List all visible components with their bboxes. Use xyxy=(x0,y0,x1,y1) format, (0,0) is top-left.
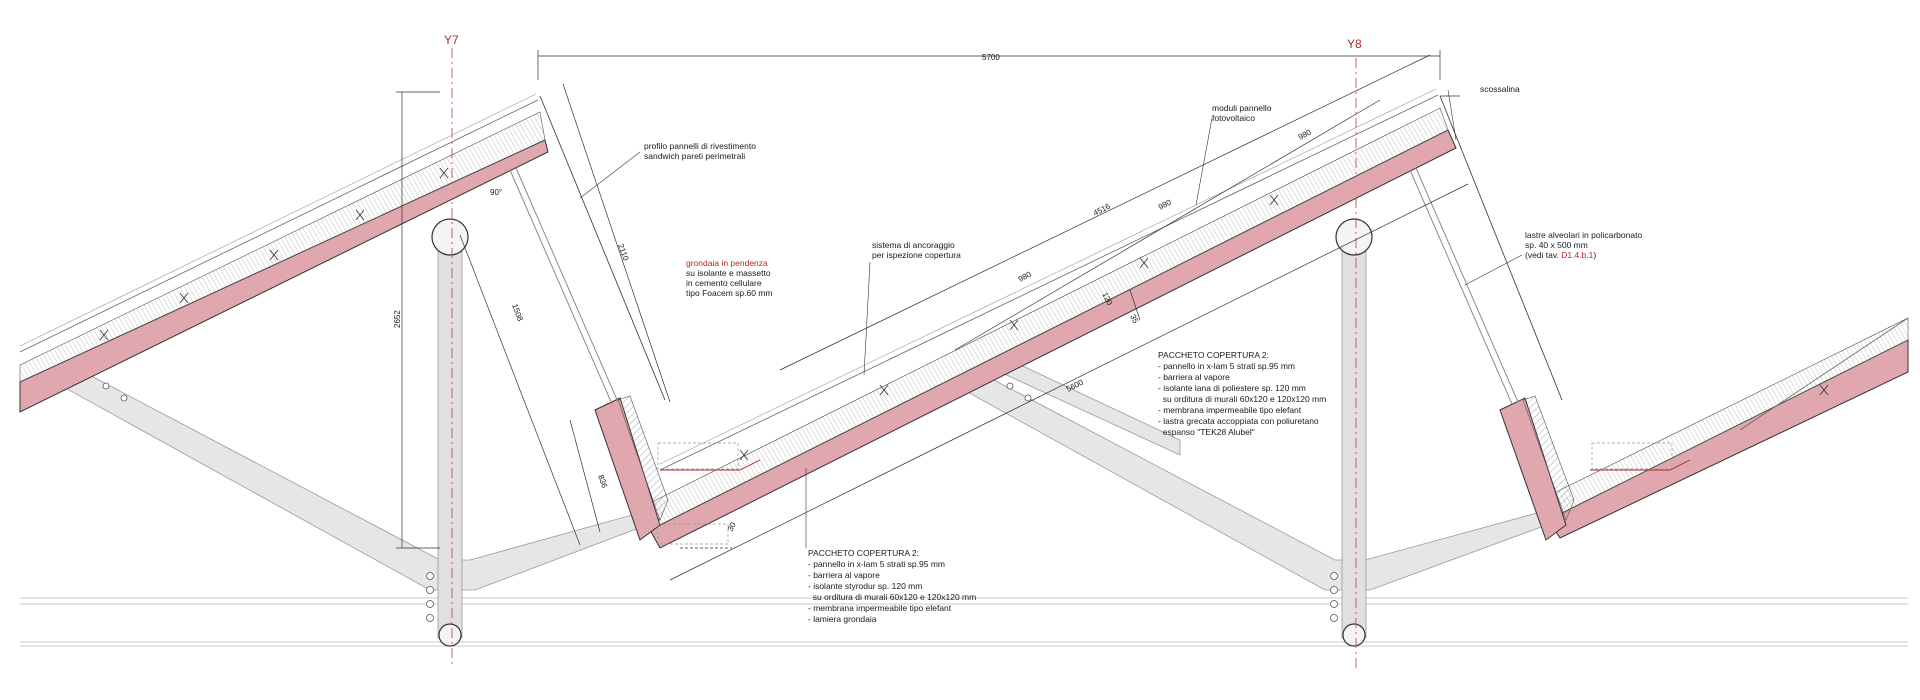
leader-lines xyxy=(579,89,1523,548)
svg-text:su orditura di murali 60x120 e: su orditura di murali 60x120 e 120x120 m… xyxy=(808,592,976,602)
svg-text:- barriera al vapore: - barriera al vapore xyxy=(1158,372,1230,382)
note-pacchetto-copertura-a: PACCHETO COPERTURA 2: - pannello in x-la… xyxy=(1158,350,1326,437)
svg-text:tipo Foacem sp.60 mm: tipo Foacem sp.60 mm xyxy=(686,288,772,298)
dim-1508: 1508 xyxy=(510,303,525,323)
svg-text:- isolante styrodur sp. 120 mm: - isolante styrodur sp. 120 mm xyxy=(808,581,922,591)
note-profilo: profilo pannelli di rivestimento sandwic… xyxy=(644,141,756,161)
svg-text:su orditura di murali 60x120 e: su orditura di murali 60x120 e 120x120 m… xyxy=(1158,394,1326,404)
svg-text:espanso "TEK28 Alubel": espanso "TEK28 Alubel" xyxy=(1158,427,1255,437)
note-scossalina: scossalina xyxy=(1480,84,1520,94)
svg-text:(vedi tav. D1.4.b.1): (vedi tav. D1.4.b.1) xyxy=(1525,250,1596,260)
dim-angle-90: 90° xyxy=(490,188,502,197)
dim-980-a: 980 xyxy=(1017,269,1033,283)
note-ancoraggio: sistema di ancoraggio per ispezione cope… xyxy=(872,240,961,260)
dim-4516: 4516 xyxy=(1092,201,1112,217)
note-pacchetto-copertura-b: PACCHETO COPERTURA 2: - pannello in x-la… xyxy=(808,548,976,624)
svg-text:- lamiera grondaia: - lamiera grondaia xyxy=(808,614,877,624)
svg-text:PACCHETO COPERTURA 2:: PACCHETO COPERTURA 2: xyxy=(1158,350,1269,360)
dim-2110: 2110 xyxy=(616,243,631,263)
svg-text:- barriera al vapore: - barriera al vapore xyxy=(808,570,880,580)
rafter-marks xyxy=(99,167,1829,461)
svg-text:profilo pannelli di rivestimen: profilo pannelli di rivestimento xyxy=(644,141,756,151)
floor-lines xyxy=(20,597,1908,647)
axis-label-y7: Y7 xyxy=(444,33,459,47)
svg-text:grondaia in pendenza: grondaia in pendenza xyxy=(686,258,768,268)
polycarbonate-glazing xyxy=(509,167,1519,405)
roof-slope-right xyxy=(1539,317,1909,539)
svg-text:- membrana impermeabile tipo e: - membrana impermeabile tipo elefant xyxy=(808,603,952,613)
svg-text:- pannello in x-lam 5 strati s: - pannello in x-lam 5 strati sp.95 mm xyxy=(1158,361,1295,371)
svg-text:- membrana impermeabile tipo e: - membrana impermeabile tipo elefant xyxy=(1158,405,1302,415)
axis-label-y8: Y8 xyxy=(1347,37,1362,51)
envelope-lines xyxy=(539,95,1563,401)
roof-slope-left xyxy=(19,93,549,413)
gutter-boxes xyxy=(657,442,1673,545)
dim-980-b: 980 xyxy=(1157,197,1173,211)
note-grondaia: grondaia in pendenza su isolante e masse… xyxy=(686,258,772,298)
dim-836: 836 xyxy=(596,474,609,490)
roof-slope-main xyxy=(639,88,1457,549)
svg-text:per ispezione copertura: per ispezione copertura xyxy=(872,250,961,260)
dim-35: 35 xyxy=(1128,313,1140,326)
bolt-holes xyxy=(102,382,1338,622)
svg-text:sp. 40 x 500 mm: sp. 40 x 500 mm xyxy=(1525,240,1588,250)
gutter-walls xyxy=(594,395,1575,541)
column-joints xyxy=(431,218,1373,647)
svg-text:su isolante e massetto: su isolante e massetto xyxy=(686,268,771,278)
svg-text:- lastra grecata accoppiata co: - lastra grecata accoppiata con poliuret… xyxy=(1158,416,1319,426)
svg-text:sandwich pareti perimetrali: sandwich pareti perimetrali xyxy=(644,151,745,161)
note-moduli: moduli pannello fotovoltaico xyxy=(1212,103,1272,123)
svg-text:- isolante lana di poliestere: - isolante lana di poliestere sp. 120 mm xyxy=(1158,383,1306,393)
gutter-layers xyxy=(660,459,1691,471)
dimension-lines xyxy=(396,50,1469,581)
columns xyxy=(437,237,1367,639)
svg-text:sistema di ancoraggio: sistema di ancoraggio xyxy=(872,240,955,250)
dim-30: 30 xyxy=(726,520,738,533)
svg-text:lastre alveolari in policarbon: lastre alveolari in policarbonato xyxy=(1525,230,1642,240)
dim-overall-span: 5700 xyxy=(982,53,1000,62)
dim-980-c: 980 xyxy=(1297,127,1313,141)
svg-text:in cemento cellulare: in cemento cellulare xyxy=(686,278,762,288)
svg-text:PACCHETO COPERTURA 2:: PACCHETO COPERTURA 2: xyxy=(808,548,919,558)
svg-text:fotovoltaico: fotovoltaico xyxy=(1212,113,1255,123)
note-lastre: lastre alveolari in policarbonato sp. 40… xyxy=(1525,230,1642,260)
svg-text:moduli pannello: moduli pannello xyxy=(1212,103,1272,113)
svg-text:- pannello in x-lam 5 strati s: - pannello in x-lam 5 strati sp.95 mm xyxy=(808,559,945,569)
dim-2652: 2652 xyxy=(393,310,402,328)
